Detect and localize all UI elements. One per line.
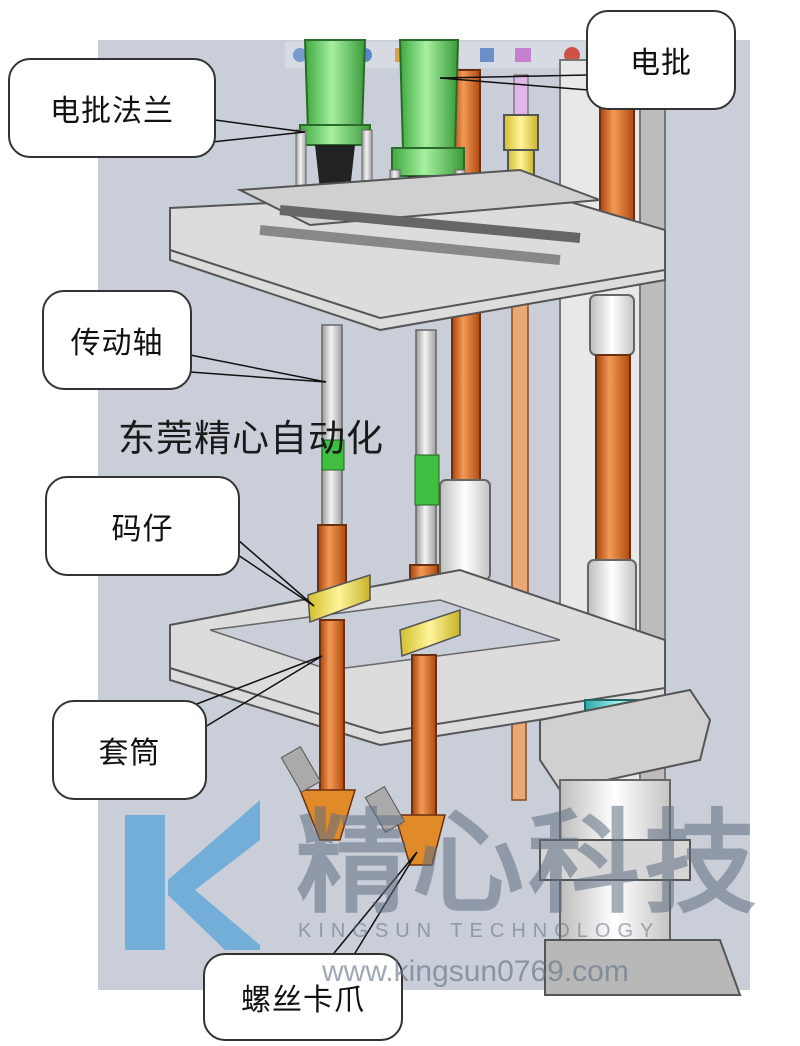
screwdriver-left [299,39,371,261]
leader-lines [154,74,589,959]
label-sleeve: 套筒 [52,700,207,800]
coupling-left [321,439,345,471]
thin-rod [511,299,529,621]
yellow-block-right [399,608,461,658]
label-claw: 螺丝卡爪 [203,953,403,1041]
base-cylinder [539,688,742,996]
label-shaft: 传动轴 [42,290,192,390]
screw-claw-right [364,785,446,866]
sleeve-left-upper [317,524,347,596]
label-screwdriver: 电批 [586,10,736,110]
watermark-url: www.kingsun0769.com [322,955,629,988]
label-flange: 电批法兰 [8,58,216,158]
watermark-brand-en: KINGSUN TECHNOLOGY [298,920,661,942]
coupling-right [414,454,440,506]
upper-plate [169,168,666,332]
label-block: 码仔 [45,476,240,576]
watermark-company: 东莞精心自动化 [118,417,384,460]
screw-claw-left [280,745,357,841]
yellow-block-left [307,573,371,624]
shaft-right [415,329,437,566]
guide-rod-bushing [439,479,491,581]
kingsun-logo [125,800,260,950]
watermark-brand-cn: 精心科技 [296,799,760,929]
sleeve-left-lower [319,619,345,801]
